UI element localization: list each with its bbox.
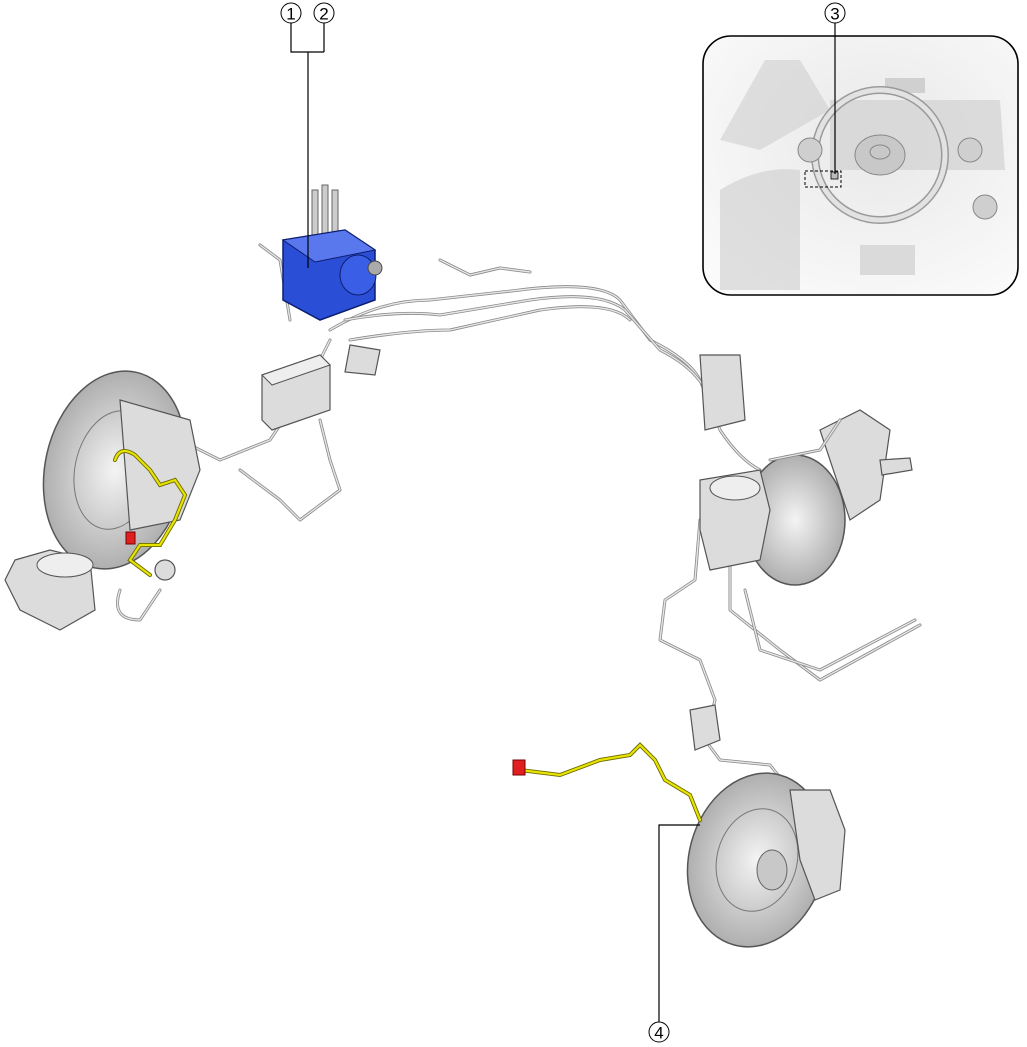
- callout-number: 2: [319, 5, 328, 24]
- brake-lines: [116, 243, 922, 792]
- connector: [512, 759, 526, 776]
- dashboard-inset: [702, 35, 1019, 296]
- callout-number: 4: [654, 1024, 663, 1043]
- callout-2: 2: [307, 2, 335, 268]
- connector: [125, 531, 136, 545]
- front-wheel-assembly: [686, 704, 846, 948]
- callout-number: 1: [286, 5, 295, 24]
- rear-wheel-speed-sensor: [113, 449, 188, 577]
- front-wheel-speed-sensor: [512, 742, 702, 822]
- rear-wheel-assembly: [4, 370, 201, 631]
- callout-3: 3: [824, 2, 846, 174]
- control-module: [261, 344, 381, 431]
- abs-dsc-switch-area: [804, 170, 842, 188]
- abs-hydraulic-unit: [281, 184, 383, 321]
- brake-booster: [699, 354, 913, 586]
- callout-1: 1: [280, 2, 324, 53]
- front-brake-caliper: [789, 789, 846, 901]
- callout-4: 4: [648, 824, 700, 1043]
- callout-number: 3: [830, 5, 839, 24]
